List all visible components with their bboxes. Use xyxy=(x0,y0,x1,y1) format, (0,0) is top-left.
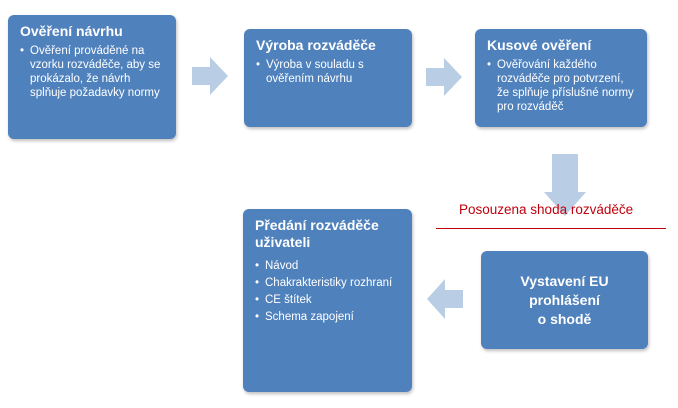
list-item: Ověřování každého rozváděče pro potvrzen… xyxy=(487,58,637,114)
list-item: CE štítek xyxy=(255,293,402,307)
list-item: Návod xyxy=(255,259,402,273)
conformity-label: Posouzena shoda rozváděče xyxy=(459,202,634,217)
arrow-left-icon xyxy=(427,279,463,319)
list-item: Ověření prováděné na vzorku rozváděče, a… xyxy=(20,44,166,100)
routine-verification-list: Ověřování každého rozváděče pro potvrzen… xyxy=(487,58,637,114)
handover-title: Předání rozváděče uživateli xyxy=(255,217,379,250)
design-verification-list: Ověření prováděné na vzorku rozváděče, a… xyxy=(20,44,166,100)
production-box: Výroba rozváděče Výroba v souladu s ověř… xyxy=(244,29,412,127)
conformity-divider xyxy=(436,228,666,229)
routine-verification-title: Kusové ověření xyxy=(487,37,592,53)
production-title: Výroba rozváděče xyxy=(256,37,376,53)
design-verification-box: Ověření návrhu Ověření prováděné na vzor… xyxy=(8,15,176,139)
arrow-down-icon xyxy=(544,154,586,216)
list-item: Schema zapojení xyxy=(255,310,402,324)
arrow-right-icon xyxy=(426,58,462,96)
design-verification-title: Ověření návrhu xyxy=(20,23,123,39)
eu-declaration-box: Vystavení EU prohlášení o shodě xyxy=(481,251,648,349)
handover-box: Předání rozváděče uživateli Návod Chakra… xyxy=(243,209,412,392)
routine-verification-box: Kusové ověření Ověřování každého rozvádě… xyxy=(475,29,647,127)
eu-declaration-title-line: o shodě xyxy=(537,310,592,327)
arrow-right-icon xyxy=(192,57,228,95)
handover-list: Návod Chakrakteristiky rozhraní CE štíte… xyxy=(255,259,402,324)
eu-declaration-title-line: Vystavení EU xyxy=(520,272,609,289)
eu-declaration-title: Vystavení EU prohlášení o shodě xyxy=(520,272,608,329)
list-item: Výroba v souladu s ověřením návrhu xyxy=(256,58,402,86)
eu-declaration-title-line: prohlášení xyxy=(529,291,600,308)
production-list: Výroba v souladu s ověřením návrhu xyxy=(256,58,402,86)
list-item: Chakrakteristiky rozhraní xyxy=(255,276,402,290)
